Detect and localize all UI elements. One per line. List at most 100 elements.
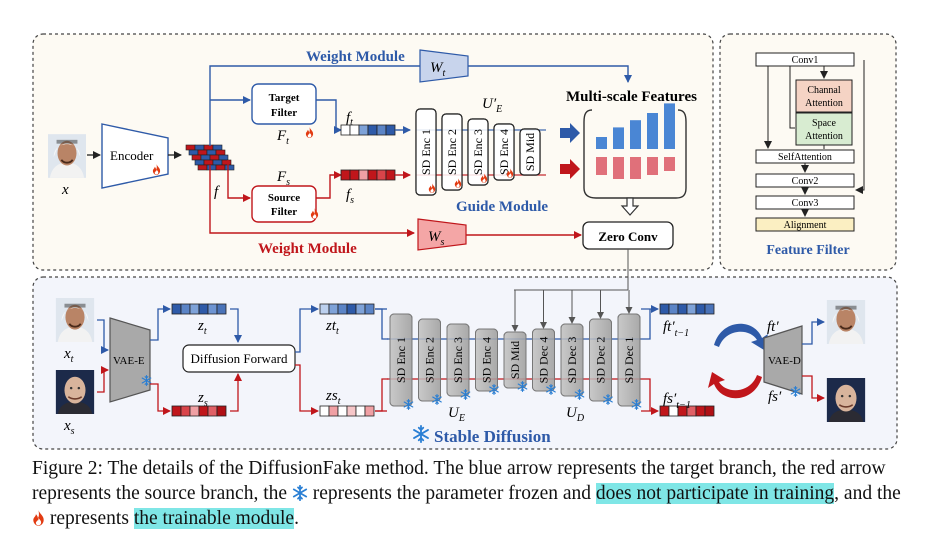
- target-feature-bar: [647, 113, 658, 149]
- unet-block-label: SD Dec 3: [565, 337, 579, 384]
- unet-block-face: [475, 328, 498, 392]
- weight-module-bottom-label: Weight Module: [258, 241, 357, 257]
- z-t-token-bar: [171, 303, 227, 315]
- ff-conv1: [755, 52, 855, 67]
- snowflake-icon: [292, 484, 308, 502]
- encoder-label: Encoder: [110, 148, 154, 163]
- f-cell: [197, 164, 208, 171]
- source-feature-bars: [596, 157, 675, 179]
- target-feature-bar: [630, 120, 641, 149]
- zst-token-cell: [337, 405, 348, 417]
- ztt-token-cell: [355, 303, 366, 315]
- f-cell: [218, 154, 229, 161]
- label-zs-t: zst: [325, 388, 341, 407]
- blue-fat-arrow: [560, 123, 580, 143]
- fs-token-cell: [340, 169, 351, 181]
- ff-alignment-label: Alignment: [784, 220, 827, 231]
- target-feature-bar: [664, 103, 675, 149]
- label-U-prime-E: U′E: [482, 96, 502, 115]
- fs-token-cell: [376, 169, 387, 181]
- zt-token-cell: [171, 303, 182, 315]
- target-feature-bars: [596, 103, 675, 149]
- guide-module-label: Guide Module: [456, 199, 548, 215]
- label-fs-prime-t1: fs′t−1: [663, 391, 691, 411]
- fs-token-cell: [367, 169, 378, 181]
- unet-block-face: [418, 318, 441, 402]
- guide-encoder-face: [415, 108, 437, 196]
- zt-token-cell: [180, 303, 191, 315]
- unet-red-outlet: [641, 378, 651, 411]
- red-xs-to-vae: [97, 366, 109, 393]
- source-feature-bar: [647, 157, 658, 175]
- blue-filter-to-ft: [316, 99, 342, 134]
- weight-module-top-label: Weight Module: [306, 49, 405, 65]
- zs-token-cell: [207, 405, 218, 417]
- ft-token-cell: [358, 124, 369, 136]
- label-z-s: zs: [197, 390, 208, 409]
- fs-token-cell: [358, 169, 369, 181]
- guide-encoder-face: [519, 128, 541, 176]
- label-ft-prime: ft′: [767, 319, 779, 335]
- f-cell: [212, 159, 223, 166]
- f-cell: [203, 144, 214, 151]
- unet-block-face: [503, 331, 527, 389]
- ff-space-attention: [795, 112, 853, 146]
- input-face-x: [48, 133, 86, 179]
- ztt-token-cell: [319, 303, 330, 315]
- zst-token-cell: [346, 405, 357, 417]
- red-filter-to-fs: [316, 171, 342, 199]
- label-F-s: Fs: [276, 169, 290, 188]
- ftp-token-cell: [659, 303, 670, 315]
- ztt-token-cell: [364, 303, 375, 315]
- unet-blue-outlet: [641, 309, 651, 340]
- blue-weight-line: [209, 65, 632, 146]
- label-F-t: Ft: [276, 128, 289, 147]
- vae-e-label: VAE-E: [113, 355, 145, 367]
- unet-red-inlet: [375, 378, 388, 412]
- f-cell: [191, 154, 202, 161]
- caption-highlight-trainable: the trainable module: [133, 508, 295, 529]
- f-cell: [215, 164, 226, 171]
- figure-caption: Figure 2: The details of the DiffusionFa…: [32, 456, 904, 531]
- vae-d-label: VAE-D: [768, 355, 801, 367]
- blue-df-to-ztt: [295, 305, 319, 353]
- red-vae-d-out: [802, 375, 825, 402]
- input-face-xt: [55, 298, 95, 342]
- label-f-s: fs: [346, 187, 354, 206]
- ft-token-cell: [385, 124, 396, 136]
- blue-xt-to-vae: [97, 319, 109, 354]
- target-filter-block: [251, 83, 317, 125]
- ztt-token-cell: [346, 303, 357, 315]
- label-U-D: UD: [566, 405, 585, 424]
- ff-conv1-label: Conv1: [792, 55, 819, 66]
- label-x: x: [61, 182, 69, 198]
- ff-channel-line2: Attention: [805, 98, 843, 109]
- label-ft-prime-t1: ft′t−1: [663, 319, 689, 339]
- unet-block-face: [617, 313, 641, 407]
- diffusion-forward-block: [182, 344, 296, 373]
- zs-token-cell: [189, 405, 200, 417]
- target-filter-line2: Filter: [271, 107, 297, 119]
- ft-prime-token-bar: [659, 303, 715, 315]
- output-face-target: [826, 300, 866, 344]
- unet-block-label: SD Dec 1: [622, 337, 636, 384]
- unet-block-face: [532, 328, 555, 392]
- w-t-block: [419, 49, 469, 83]
- f-cell: [185, 144, 196, 151]
- source-feature-bar: [613, 157, 624, 179]
- f-cell: [212, 144, 223, 151]
- label-f: f: [214, 184, 220, 200]
- source-feature-bar: [596, 157, 607, 175]
- fsp-token-cell: [704, 405, 715, 417]
- encoder-block: [101, 123, 169, 189]
- ff-self-attention-label: SelfAttention: [778, 152, 832, 163]
- zst-token-cell: [364, 405, 375, 417]
- ftp-token-cell: [686, 303, 697, 315]
- red-df-to-zst: [295, 364, 319, 415]
- ft-token-cell: [376, 124, 387, 136]
- zt-token-cell: [198, 303, 209, 315]
- fsp-token-cell: [659, 405, 670, 417]
- label-x-s: xs: [63, 418, 75, 437]
- flame-icon: [33, 510, 44, 526]
- w-t-label: Wt: [430, 60, 446, 79]
